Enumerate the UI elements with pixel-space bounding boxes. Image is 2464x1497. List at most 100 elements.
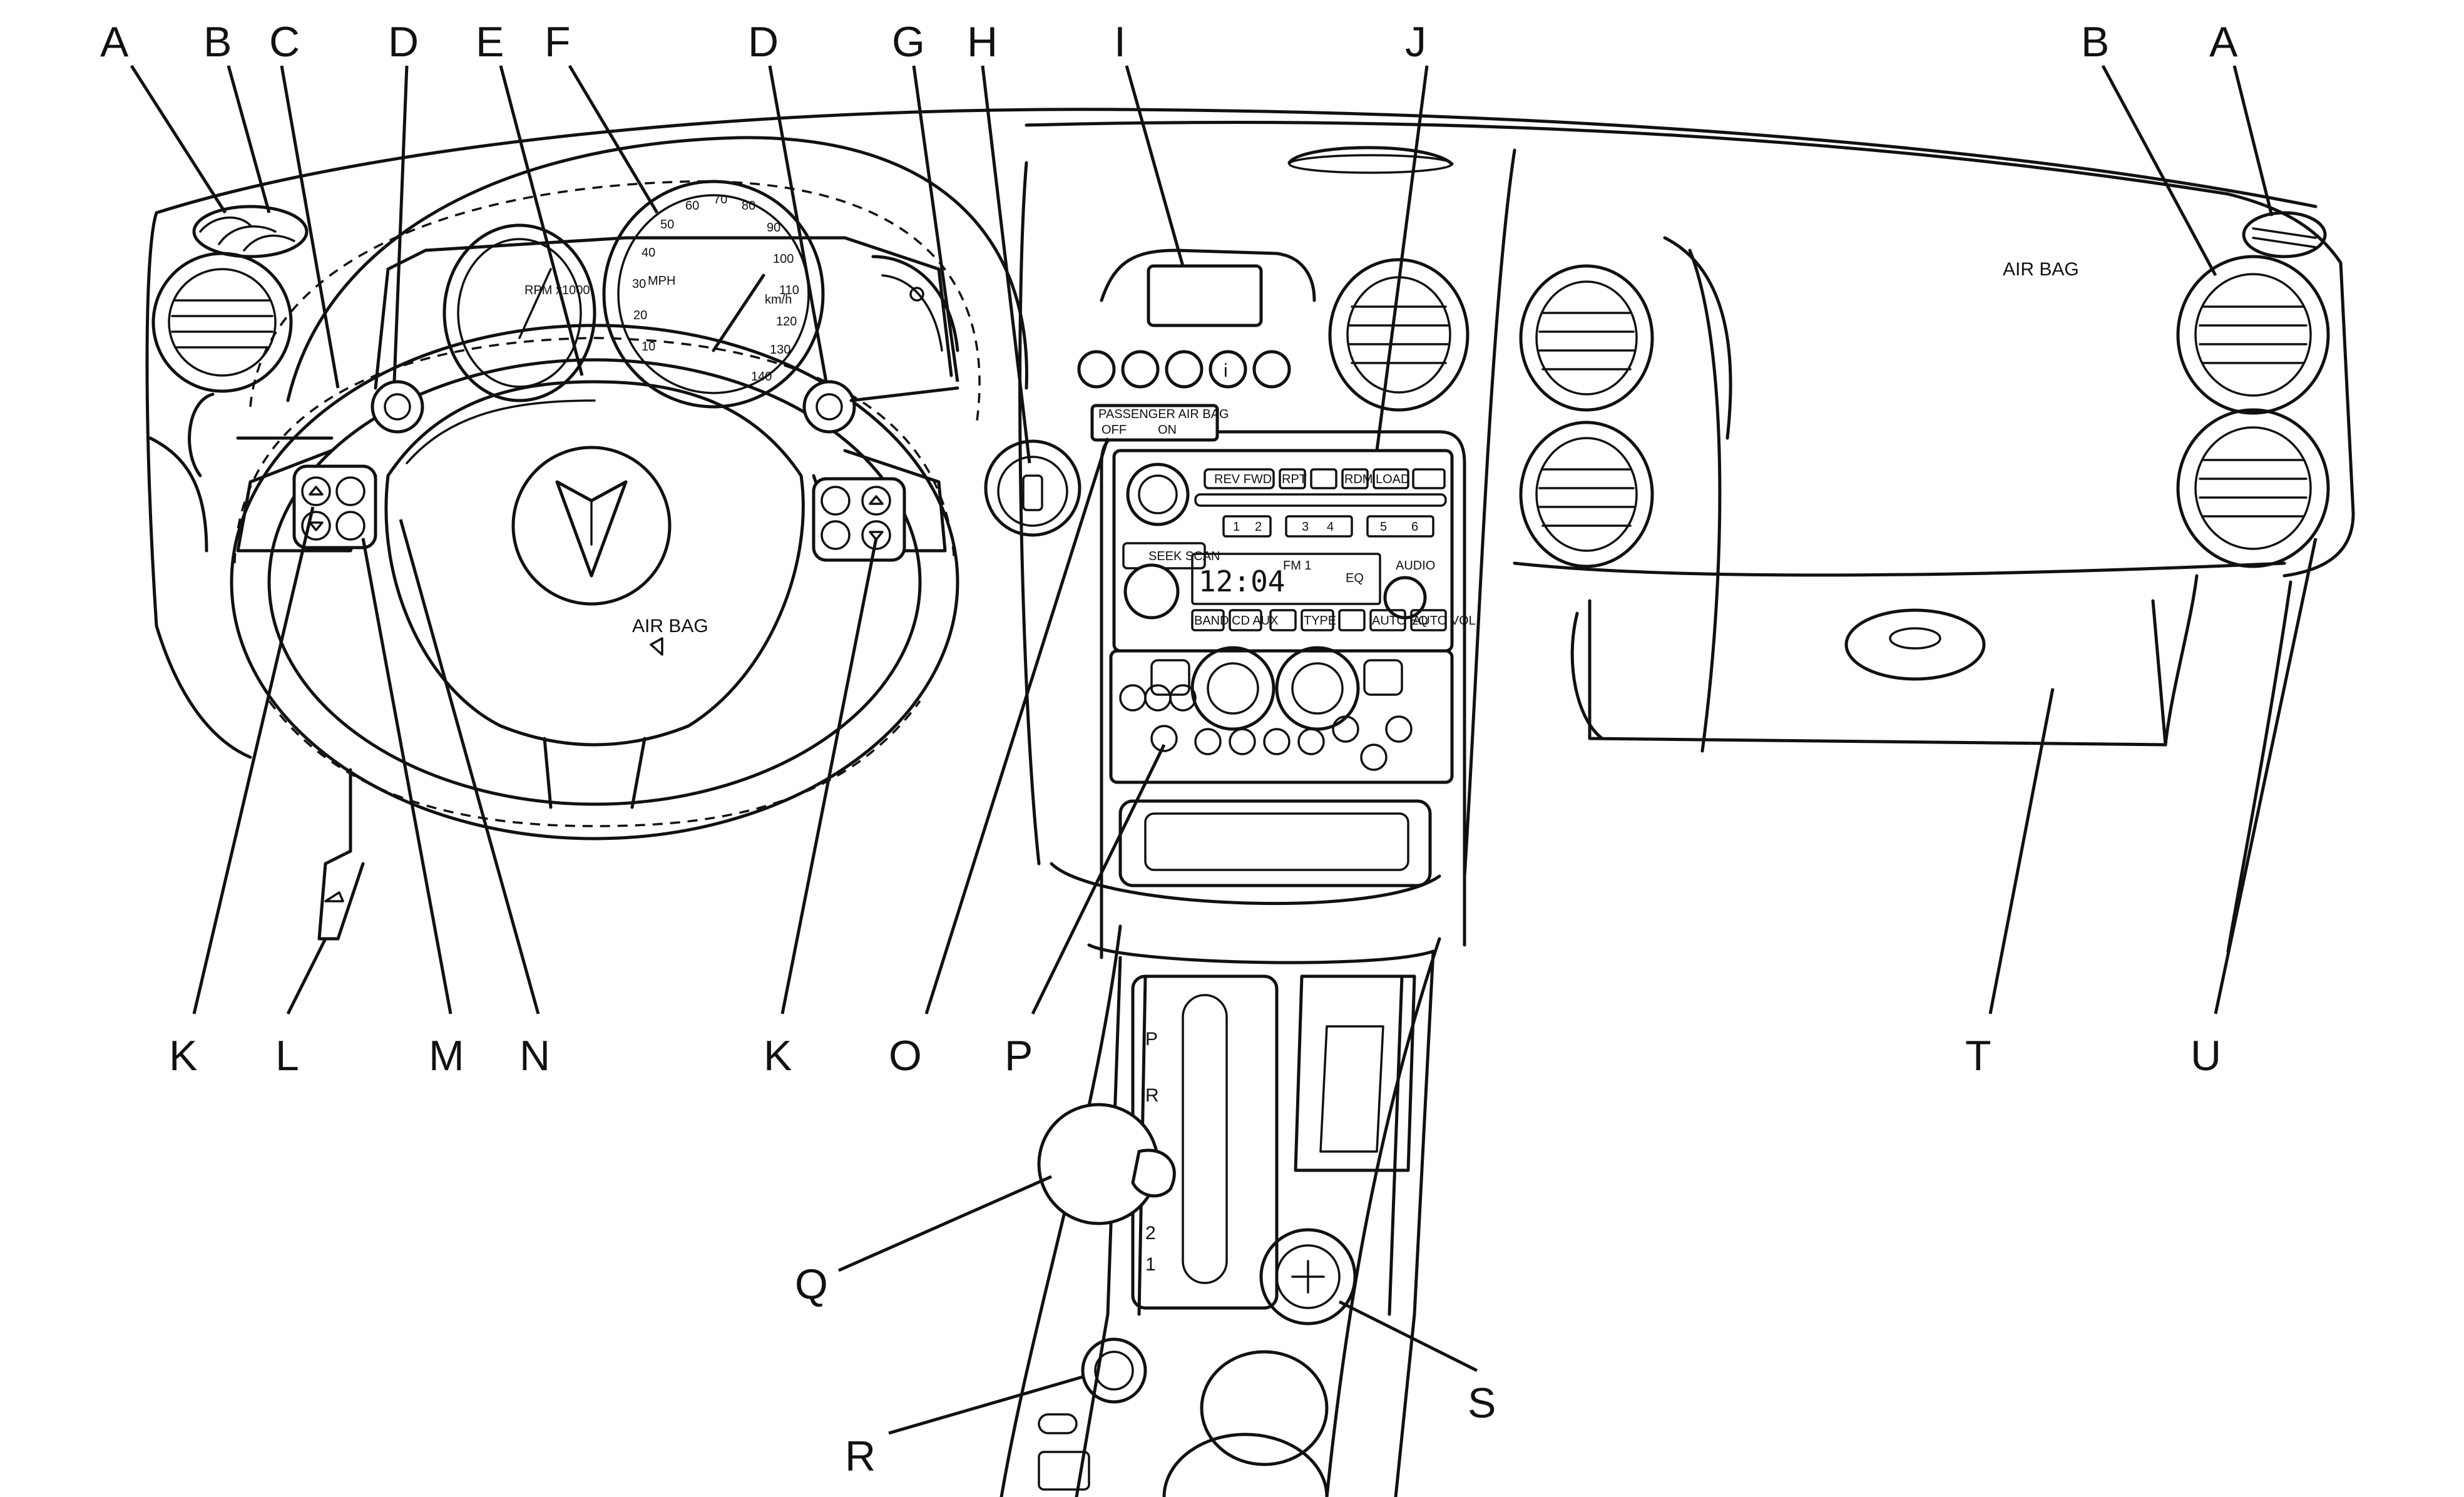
shift-knob: [1037, 1103, 1176, 1225]
radio-rdm: RDM: [1344, 473, 1373, 486]
left-side-vent: [192, 205, 309, 258]
power-outlet: [1259, 1228, 1357, 1326]
left-stalk-knob: [371, 380, 424, 434]
passenger-airbag-indicator: PASSENGER AIR BAG OFF ON: [1090, 404, 1229, 442]
right-steering-controls: [812, 477, 906, 562]
leader-lines: [130, 64, 2318, 1435]
passenger-round-vent-upper: [2176, 255, 2330, 415]
dash-airbag-label: AIR BAG: [2003, 259, 2079, 280]
hood-release-lever: [317, 768, 365, 941]
callout-a2: A: [2209, 18, 2238, 66]
gear-1-label: 1: [1145, 1254, 1156, 1275]
radio-band: BAND: [1194, 614, 1229, 628]
radio-rpt: RPT: [1282, 473, 1307, 486]
steering-wheel: AIR BAG: [230, 324, 959, 840]
preset-2: 2: [1255, 520, 1262, 534]
callout-p: P: [1005, 1032, 1033, 1080]
gear-2-label: 2: [1145, 1223, 1156, 1244]
speed-mark-10: 10: [642, 340, 655, 354]
speed-mark-20: 20: [633, 309, 647, 322]
speed-mark-80: 80: [742, 199, 755, 213]
callout-g: G: [892, 18, 925, 66]
info-button-i: i: [1224, 360, 1228, 381]
defroster-vent: [1287, 146, 1454, 174]
cupholder-tray: [1294, 974, 1416, 1172]
callout-m: M: [429, 1032, 464, 1080]
right-stalk-knob: [802, 380, 856, 434]
radio-seek-scan: SEEK SCAN: [1148, 549, 1220, 563]
callout-labels: A B C D E F D G H I J B A K L M N K O P …: [100, 18, 2238, 1480]
speed-mark-130: 130: [770, 343, 790, 357]
gear-p-label: P: [1145, 1029, 1158, 1050]
storage-bin: [1118, 799, 1432, 887]
callout-t: T: [1965, 1032, 1991, 1080]
radio-eq: EQ: [1346, 571, 1364, 585]
passenger-round-vent-lower: [2176, 408, 2330, 568]
speedo-kmh-label: km/h: [765, 293, 792, 307]
callout-k2: K: [764, 1032, 792, 1080]
speed-mark-40: 40: [642, 246, 655, 260]
callout-k: K: [169, 1032, 197, 1080]
callout-i: I: [1114, 18, 1126, 66]
glove-box-handle: [1844, 608, 1986, 681]
passenger-center-vent-lower: [1519, 421, 1654, 568]
preset-5: 5: [1380, 520, 1387, 534]
tachometer: RPM x1000: [442, 223, 596, 402]
preset-1: 1: [1233, 520, 1240, 534]
horn-icon: [650, 637, 663, 656]
instrument-cluster: RPM x1000 10 20 30 40 50 60 70 80 90 100…: [249, 136, 1028, 426]
radio-band-fm: FM 1: [1283, 559, 1312, 573]
preset-6: 6: [1411, 520, 1418, 534]
callout-b: B: [203, 18, 232, 66]
radio-unit: REV FWD RPT RDM LOAD 1 2 3 4 5 6 SEEK SC…: [1112, 449, 1476, 653]
callout-j: J: [1405, 18, 1426, 66]
callout-h: H: [967, 18, 998, 66]
callout-q: Q: [795, 1260, 828, 1308]
ignition-switch: [984, 439, 1081, 537]
callout-d2: D: [748, 18, 779, 66]
gear-r-label: R: [1145, 1085, 1159, 1106]
callout-c: C: [269, 18, 300, 66]
speed-mark-70: 70: [713, 193, 727, 207]
callout-d: D: [388, 18, 419, 66]
speed-mark-140: 140: [751, 370, 772, 384]
tach-units-label: RPM x1000: [524, 284, 590, 297]
callout-o: O: [889, 1032, 922, 1080]
callout-e: E: [476, 18, 504, 66]
speed-mark-100: 100: [773, 252, 794, 266]
pab-on-label: ON: [1158, 423, 1177, 437]
callout-l: L: [275, 1032, 299, 1080]
passenger-center-vent-upper: [1519, 264, 1654, 412]
callout-u: U: [2191, 1032, 2221, 1080]
speed-mark-60: 60: [685, 199, 699, 213]
radio-load: LOAD: [1376, 473, 1409, 486]
radio-auto-vol: AUTO VOL: [1413, 614, 1476, 628]
traction-button: [1081, 1337, 1147, 1404]
lower-cupholders: [1038, 1350, 1329, 1497]
callout-n: N: [519, 1032, 550, 1080]
radio-rev-fwd: REV FWD: [1214, 473, 1272, 486]
radio-audio: AUDIO: [1396, 559, 1435, 573]
speed-mark-30: 30: [632, 277, 646, 291]
pab-off-label: OFF: [1102, 423, 1127, 437]
speedo-units-label: MPH: [648, 274, 675, 288]
radio-type: TYPE: [1304, 614, 1336, 628]
floor-console: P R 2 1: [1037, 949, 1435, 1497]
climate-controls: [1109, 646, 1454, 784]
speed-mark-50: 50: [660, 218, 674, 232]
callout-b2: B: [2081, 18, 2109, 66]
pontiac-emblem: [511, 446, 672, 606]
callout-f: F: [544, 18, 571, 66]
radio-auto-eq: AUTO EQ: [1372, 614, 1428, 628]
passenger-side-vent: [2242, 211, 2327, 258]
radio-cd-aux: CD AUX: [1232, 614, 1278, 628]
radio-clock: 12:04: [1199, 565, 1285, 598]
speed-mark-120: 120: [776, 315, 797, 329]
left-round-vent-upper: [151, 252, 293, 393]
callout-a: A: [100, 18, 129, 66]
callout-s: S: [1468, 1379, 1496, 1427]
left-steering-controls: [292, 464, 377, 549]
speed-mark-90: 90: [767, 221, 780, 235]
dashboard-outline: [145, 108, 2355, 1497]
